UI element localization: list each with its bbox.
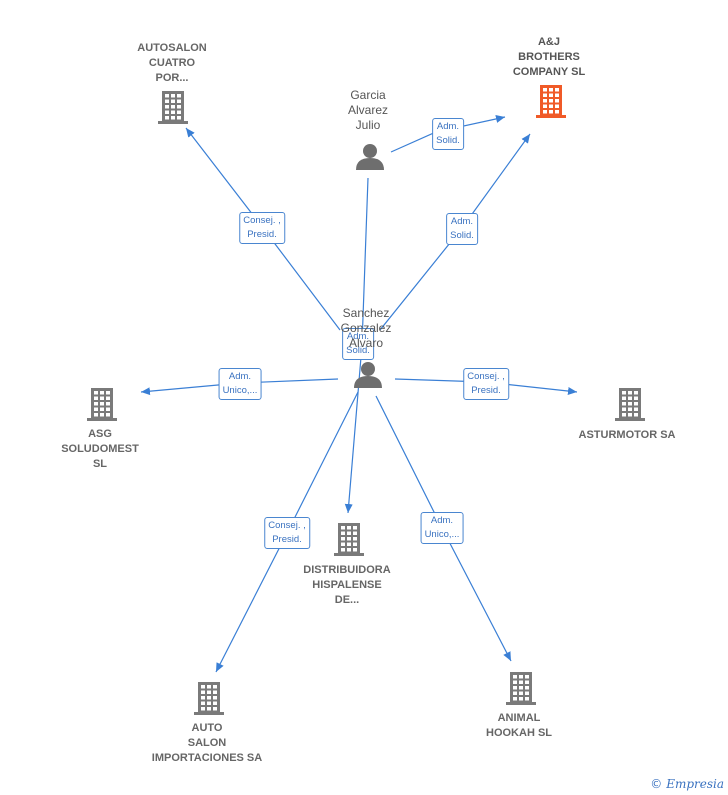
edge-label-sanchez-auto-salon[interactable]: Consej. , Presid. xyxy=(264,517,310,549)
node-label-sanchez[interactable]: Sanchez Gonzalez Alvaro xyxy=(340,306,392,350)
building-icon-distribuidora[interactable] xyxy=(334,523,364,556)
node-label-animal-hookah[interactable]: ANIMAL HOOKAH SL xyxy=(486,712,552,739)
building-icon-asturmotor[interactable] xyxy=(615,388,645,421)
node-label-distribuidora[interactable]: DISTRIBUIDORA HISPALENSE DE... xyxy=(303,564,391,606)
node-label-garcia[interactable]: Garcia Alvarez Julio xyxy=(347,88,389,132)
copyright-icon: © xyxy=(650,777,663,791)
edge-label-sanchez-asturmotor[interactable]: Consej. , Presid. xyxy=(463,368,509,400)
node-label-autosalon[interactable]: AUTOSALON CUATRO POR... xyxy=(137,42,207,84)
person-icon-sanchez[interactable] xyxy=(354,362,382,388)
node-label-aj-brothers[interactable]: A&J BROTHERS COMPANY SL xyxy=(512,36,586,78)
building-icon-animal-hookah[interactable] xyxy=(506,672,536,705)
person-icon-garcia[interactable] xyxy=(356,144,384,170)
node-label-auto-salon[interactable]: AUTO SALON IMPORTACIONES SA xyxy=(151,722,263,764)
edge-label-sanchez-animal[interactable]: Adm. Unico,... xyxy=(420,512,464,544)
edge-label-garcia-aj[interactable]: Adm. Solid. xyxy=(432,118,464,150)
edge-label-sanchez-aj[interactable]: Adm. Solid. xyxy=(446,213,478,245)
edge-label-garcia-distribuidora[interactable]: Adm. Solid. xyxy=(342,328,374,360)
building-icon-asg[interactable] xyxy=(87,388,117,421)
building-icon-auto-salon[interactable] xyxy=(194,682,224,715)
node-label-asg[interactable]: ASG SOLUDOMEST SL xyxy=(61,428,139,470)
empresia-watermark: ©Empresia xyxy=(650,777,724,791)
building-icon-aj-brothers[interactable] xyxy=(536,85,566,118)
edge-label-sanchez-autosalon[interactable]: Consej. , Presid. xyxy=(239,212,285,244)
node-label-asturmotor[interactable]: ASTURMOTOR SA xyxy=(578,429,676,441)
brand-name: Empresia xyxy=(666,777,724,791)
edge-label-sanchez-asg[interactable]: Adm. Unico,... xyxy=(218,368,262,400)
building-icon-autosalon[interactable] xyxy=(158,91,188,124)
